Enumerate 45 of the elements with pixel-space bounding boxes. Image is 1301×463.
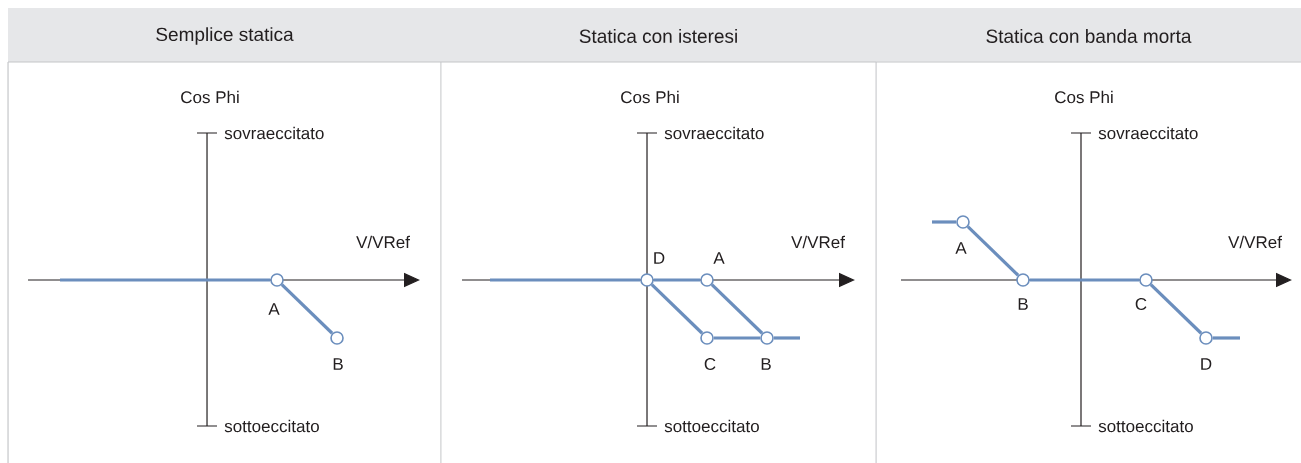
axis-end-label: sottoeccitato [1098, 419, 1193, 433]
curve-segment [932, 220, 957, 224]
curve-segment [280, 283, 334, 335]
point-marker [700, 273, 714, 287]
curve-segment [966, 225, 1020, 277]
curve-segment [653, 278, 701, 282]
point-marker [956, 215, 970, 229]
axis-label: Cos Phi [1055, 90, 1113, 104]
axis-end-label: sottoeccitato [224, 419, 319, 433]
axis-label: Cos Phi [621, 90, 679, 104]
curve-segment [1149, 283, 1203, 335]
axis-end-label: sottoeccitato [664, 419, 759, 433]
point-marker [760, 331, 774, 345]
point-marker [1139, 273, 1153, 287]
curve-segment [713, 336, 761, 340]
axis-end-label: sovraeccitato [224, 126, 324, 140]
point-label: D [654, 252, 665, 264]
point-label: A [713, 252, 725, 264]
point-marker [270, 273, 284, 287]
point-marker [330, 331, 344, 345]
curve-segment [650, 283, 704, 335]
point-marker [1016, 273, 1030, 287]
point-label: B [333, 358, 343, 370]
point-label: A [955, 242, 967, 254]
curve-segment [490, 278, 641, 282]
point-label: B [1018, 298, 1028, 310]
point-marker [1199, 331, 1213, 345]
axis-label: V/VRef [791, 235, 845, 249]
point-marker [640, 273, 654, 287]
point-label: B [761, 358, 771, 370]
curve-segment [710, 283, 764, 335]
axis-label: V/VRef [356, 235, 410, 249]
axis-label: Cos Phi [181, 90, 239, 104]
point-label: D [1201, 358, 1212, 370]
axis-end-label: sovraeccitato [1098, 126, 1198, 140]
curve-segment [1029, 278, 1140, 282]
curve-segment [1212, 336, 1240, 340]
curve-segment [773, 336, 800, 340]
axis-end-label: sovraeccitato [664, 126, 764, 140]
curve-segment [60, 278, 271, 282]
point-label: C [1135, 297, 1147, 310]
point-label: A [268, 303, 280, 315]
point-label: C [704, 357, 716, 370]
axis-label: V/VRef [1228, 235, 1282, 249]
point-marker [700, 331, 714, 345]
